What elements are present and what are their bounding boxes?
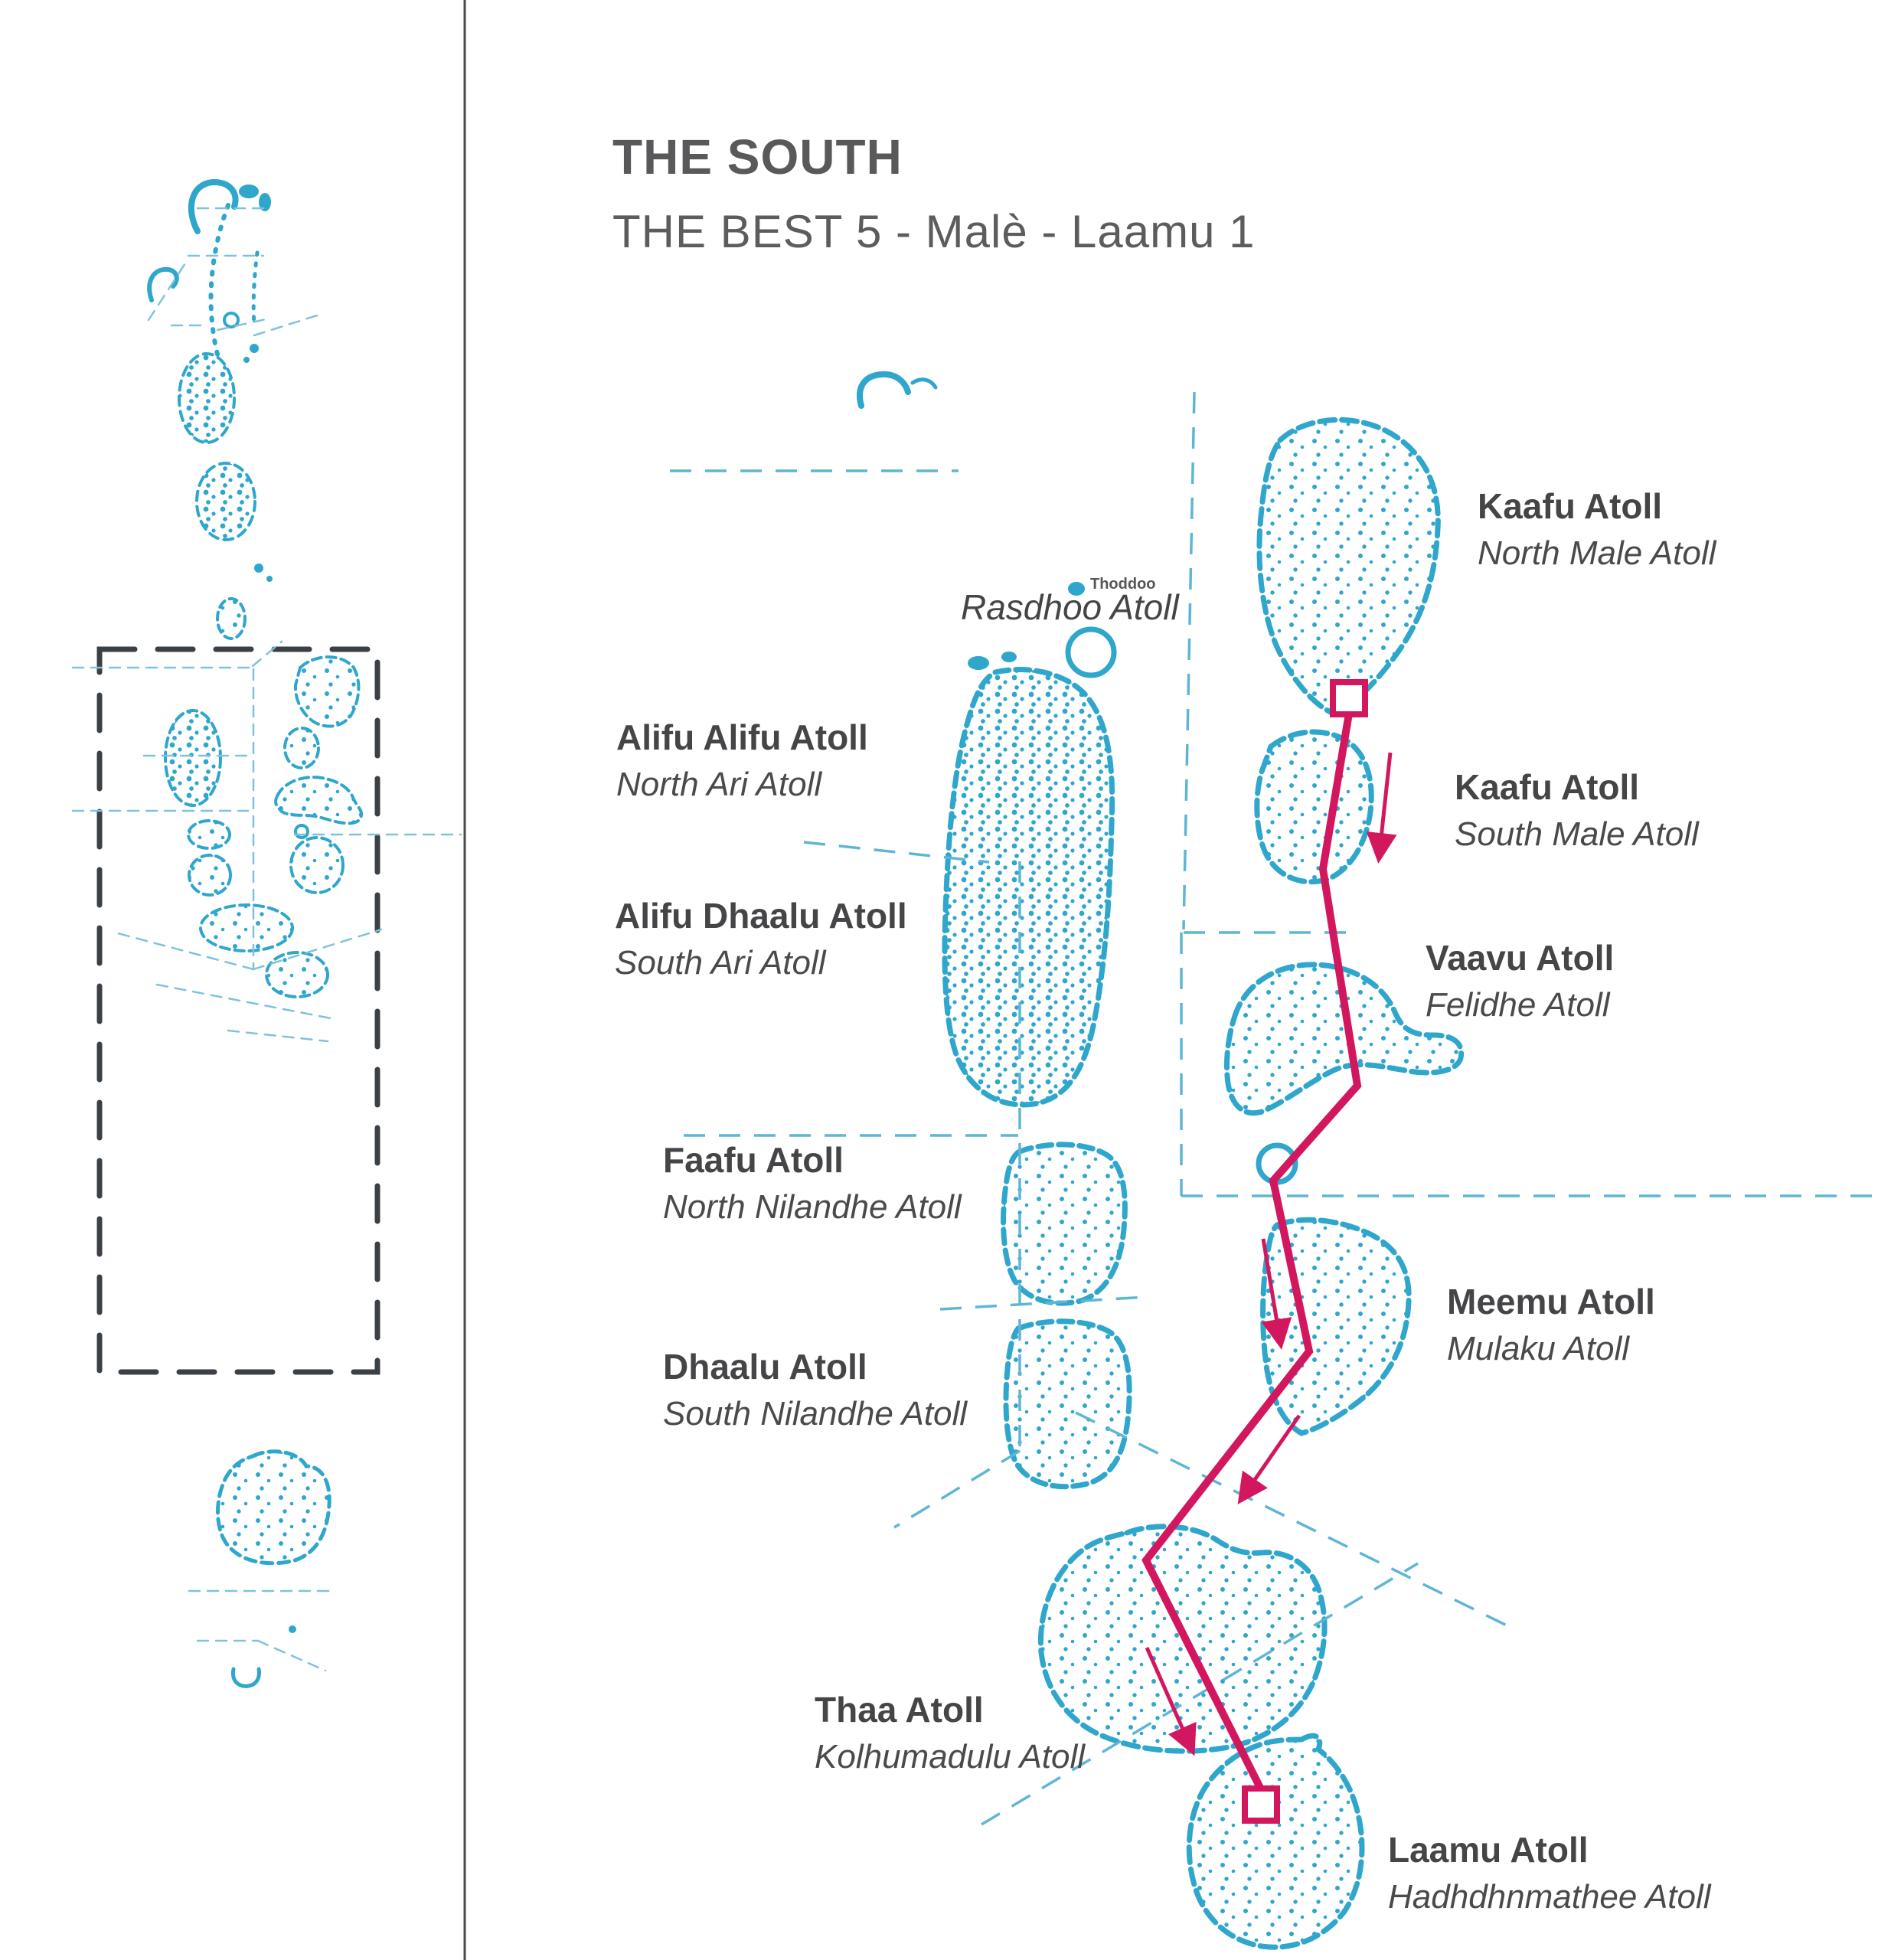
title-block: THE SOUTH THE BEST 5 - Malè - Laamu 1	[612, 129, 1256, 258]
thoddoo-island-shape	[1068, 582, 1085, 596]
overview-north-atolls	[147, 179, 273, 640]
atoll-label-meemu: Meemu Atoll Mulaku Atoll	[1447, 1281, 1655, 1368]
faafu-atoll-shape	[1001, 1142, 1128, 1306]
atoll-name: Laamu Atoll	[1388, 1830, 1589, 1870]
atoll-name: Faafu Atoll	[663, 1140, 844, 1180]
overview-boundaries-central	[71, 640, 462, 1043]
overview-map	[71, 179, 462, 1688]
route-direction-arrow	[1237, 1414, 1301, 1504]
meemu-atoll-shape	[1260, 1217, 1412, 1436]
atoll-name: Alifu Dhaalu Atoll	[615, 896, 907, 936]
atoll-name: Dhaalu Atoll	[663, 1347, 867, 1387]
route-line	[1141, 713, 1362, 1792]
atoll-label-laamu: Laamu Atoll Hadhdhnmathee Atoll	[1388, 1829, 1711, 1916]
atoll-name: Kaafu Atoll	[1478, 486, 1663, 526]
top-partial-atoll-shape	[910, 377, 938, 390]
atoll-name: Meemu Atoll	[1447, 1282, 1655, 1321]
overview-south-atolls	[216, 1449, 331, 1688]
route-layer	[1141, 679, 1397, 1824]
atoll-alt-name: North Male Atoll	[1478, 534, 1716, 572]
atoll-alt-name: Kolhumadulu Atoll	[815, 1738, 1086, 1775]
atoll-label-alifu-dhaalu: Alifu Dhaalu Atoll South Ari Atoll	[615, 895, 907, 982]
atoll-label-rasdhoo: Rasdhoo Atoll	[961, 587, 1179, 627]
atoll-label-thaa: Thaa Atoll Kolhumadulu Atoll	[815, 1689, 1085, 1776]
route-start-marker	[1330, 679, 1368, 717]
island-label-thoddoo: Thoddoo	[1090, 576, 1156, 593]
atoll-alt-name: South Ari Atoll	[615, 944, 826, 982]
atoll-label-dhaalu: Dhaalu Atoll South Nilandhe Atoll	[663, 1346, 967, 1433]
ari-atoll-north-islet	[1001, 652, 1017, 662]
overview-boundaries-south	[188, 1589, 336, 1672]
atoll-alt-name: Hadhdhnmathee Atoll	[1388, 1878, 1711, 1916]
ari-atoll-shape	[942, 667, 1115, 1108]
route-direction-arrow	[1261, 1238, 1292, 1350]
overview-central-atolls	[164, 655, 364, 998]
atoll-label-kaafu-south: Kaafu Atoll South Male Atoll	[1455, 766, 1699, 854]
page-title: THE SOUTH	[612, 129, 903, 185]
atoll-alt-name: North Nilandhe Atoll	[663, 1188, 962, 1226]
atoll-alt-name: South Male Atoll	[1455, 815, 1699, 853]
atoll-alt-name: South Nilandhe Atoll	[663, 1395, 968, 1432]
dhaalu-atoll-shape	[1003, 1318, 1132, 1490]
ari-atoll-north-islet	[968, 656, 989, 670]
atoll-boundary-lines	[670, 391, 1885, 1826]
route-end-marker	[1242, 1785, 1280, 1824]
atoll-name: Kaafu Atoll	[1455, 767, 1640, 807]
north-male-atoll-shape	[1256, 416, 1441, 717]
atoll-name: Thaa Atoll	[815, 1690, 984, 1730]
atoll-name: Alifu Alifu Atoll	[616, 717, 868, 757]
atoll-label-kaafu-north: Kaafu Atoll North Male Atoll	[1478, 485, 1716, 573]
atoll-name: Vaavu Atoll	[1426, 938, 1615, 978]
atoll-alt-name: Felidhe Atoll	[1426, 986, 1610, 1024]
page-subtitle: THE BEST 5 - Malè - Laamu 1	[612, 206, 1256, 257]
rasdhoo-atoll-shape	[1065, 626, 1117, 678]
atoll-label-alifu-alifu: Alifu Alifu Atoll North Ari Atoll	[616, 717, 868, 804]
overview-boundaries-north	[147, 207, 318, 337]
overview-highlight-box	[96, 646, 380, 1375]
atoll-label-vaavu: Vaavu Atoll Felidhe Atoll	[1426, 937, 1614, 1024]
atoll-label-faafu: Faafu Atoll North Nilandhe Atoll	[663, 1139, 962, 1227]
route-direction-arrow	[1145, 1646, 1197, 1756]
laamu-atoll-shape	[1186, 1733, 1365, 1950]
atoll-alt-name: Mulaku Atoll	[1447, 1330, 1630, 1367]
route-direction-arrow	[1366, 752, 1397, 864]
atoll-alt-name: North Ari Atoll	[616, 766, 822, 803]
south-male-atoll-shape	[1254, 729, 1374, 885]
top-partial-atoll-shape	[857, 371, 911, 409]
